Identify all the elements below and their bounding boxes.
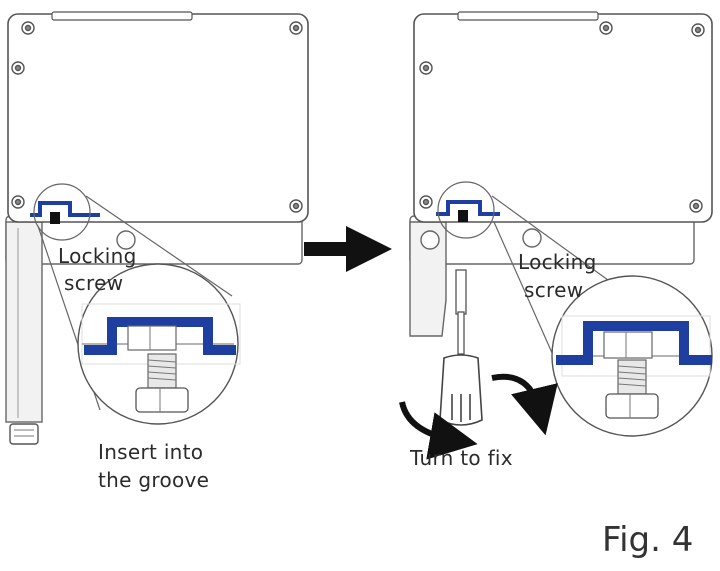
left-rail-foot — [9, 423, 39, 445]
insert-groove-label-line1: Insert into — [98, 440, 204, 464]
left-corner-screws — [11, 21, 303, 213]
left-enclosure — [7, 13, 309, 223]
right-enclosure — [413, 13, 713, 223]
right-clip-small — [436, 200, 500, 216]
right-bracket-hole-1 — [420, 230, 440, 250]
left-bracket-hole — [116, 230, 136, 250]
left-locking-screw-label-line1: Locking — [58, 244, 137, 268]
left-enclosure-lid-edge — [51, 11, 193, 21]
right-enclosure-lid-edge — [457, 11, 599, 21]
right-corner-screws — [419, 21, 705, 213]
screwdriver — [439, 269, 483, 426]
rotate-left-arrow-icon — [399, 401, 478, 460]
turn-to-fix-label: Turn to fix — [410, 446, 513, 470]
left-locking-screw-label-line2: screw — [64, 271, 124, 295]
right-magnifier-small — [437, 181, 495, 239]
left-rail — [5, 221, 43, 423]
left-assembly — [5, 11, 309, 445]
left-clip-small — [30, 201, 100, 217]
figure-caption: Fig. 4 — [602, 520, 694, 560]
left-detail-view — [81, 303, 241, 413]
right-assembly — [399, 11, 713, 460]
left-magnifier-small — [33, 183, 91, 241]
insert-groove-label-line2: the groove — [98, 468, 210, 492]
process-arrow-icon — [304, 226, 392, 272]
rotate-right-arrow-icon — [491, 373, 558, 436]
right-locking-screw-label-line2: screw — [524, 278, 584, 302]
right-bracket-hole-2 — [522, 228, 542, 248]
right-locking-screw-label-line1: Locking — [518, 250, 597, 274]
right-detail-view — [556, 315, 712, 419]
